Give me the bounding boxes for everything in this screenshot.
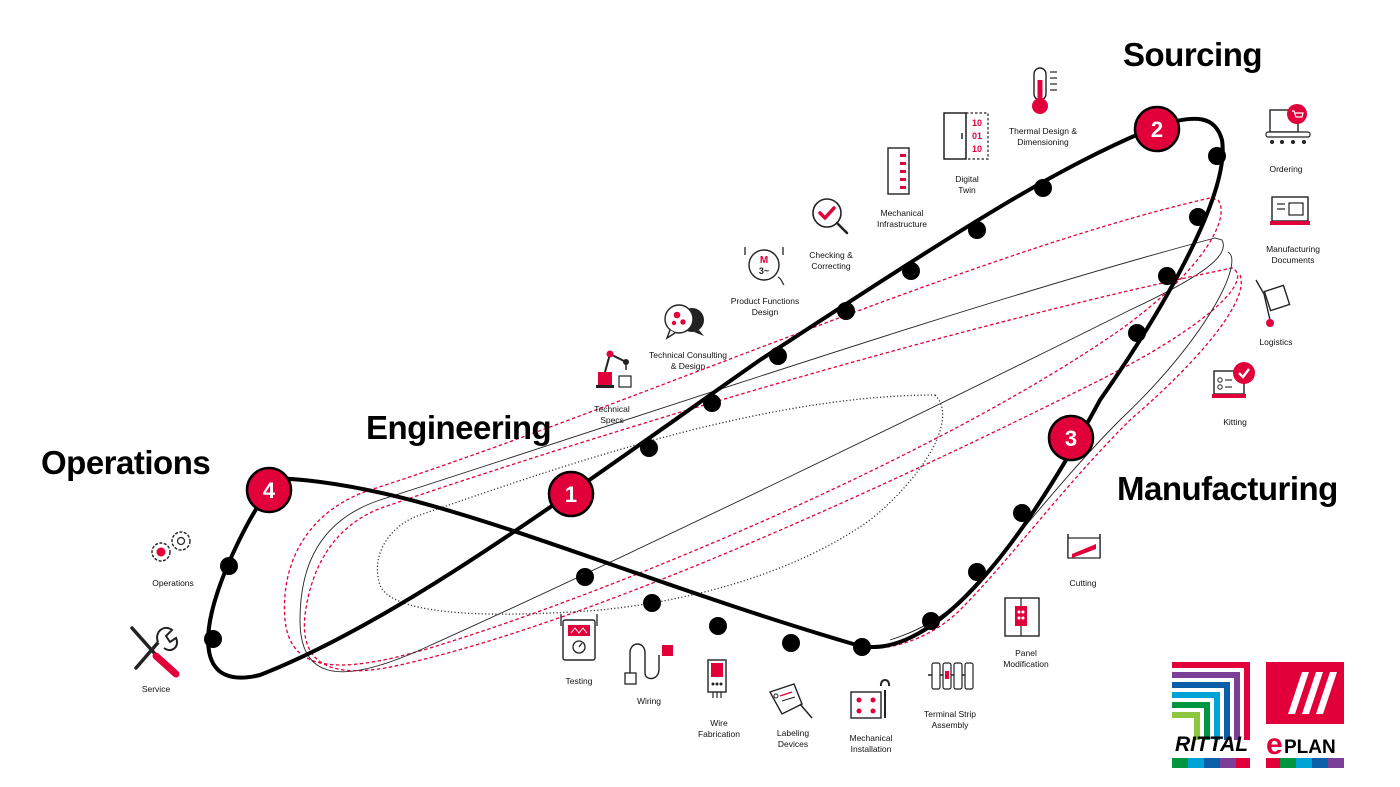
digital-twin-icon: 10 01 10 bbox=[943, 112, 989, 160]
path-dot bbox=[1158, 267, 1176, 285]
path-dot bbox=[922, 612, 940, 630]
step-label-manufacturing-documents: Manufacturing Documents bbox=[1266, 244, 1320, 265]
path-dots bbox=[204, 147, 1226, 656]
step-label-mechanical-infrastructure: Mechanical Infrastructure bbox=[876, 208, 928, 229]
path-dot bbox=[703, 394, 721, 412]
ruler-rail-icon bbox=[887, 147, 910, 195]
path-dot bbox=[1189, 208, 1207, 226]
inner-loop-thin-2 bbox=[889, 251, 1233, 641]
step-label-kitting: Kitting bbox=[1223, 417, 1247, 427]
path-dot bbox=[643, 594, 661, 612]
path-dot bbox=[220, 557, 238, 575]
motor-m-label: M bbox=[760, 255, 768, 266]
step-label-digital-twin: Digital Twin bbox=[955, 174, 979, 195]
panel-modification-icon bbox=[1004, 597, 1040, 637]
wiring-icon bbox=[624, 643, 673, 685]
ordering-cart-icon bbox=[1265, 104, 1311, 144]
phase-heading-manufacturing: Manufacturing bbox=[1117, 470, 1338, 507]
step-label-cutting: Cutting bbox=[1069, 578, 1097, 588]
thermometer-icon bbox=[1032, 67, 1057, 114]
path-dot bbox=[1208, 147, 1226, 165]
badge-number: 3 bbox=[1065, 426, 1077, 451]
step-label-technical-consulting: Technical Consulting & Design bbox=[649, 350, 727, 371]
badge-number: 4 bbox=[263, 478, 276, 503]
inner-loop-dotted bbox=[376, 394, 944, 615]
eplan-logo: e PLAN bbox=[1266, 662, 1344, 768]
step-label-testing: Testing bbox=[565, 676, 593, 686]
path-dot bbox=[968, 221, 986, 239]
phase-badge-1: 1 bbox=[547, 470, 595, 518]
path-dot bbox=[968, 563, 986, 581]
step-label-panel-modification: Panel Modification bbox=[1003, 648, 1049, 669]
terminal-strip-icon bbox=[928, 662, 974, 690]
badge-number: 2 bbox=[1151, 117, 1163, 142]
path-dot bbox=[769, 347, 787, 365]
step-label-terminal-strip: Terminal Strip Assembly bbox=[924, 709, 976, 730]
binary-line: 10 bbox=[972, 144, 982, 154]
logistics-cart-icon bbox=[1255, 279, 1291, 327]
path-dot bbox=[853, 638, 871, 656]
path-dot bbox=[1013, 504, 1031, 522]
phase-badge-3: 3 bbox=[1047, 414, 1095, 462]
binary-line: 01 bbox=[972, 131, 982, 141]
path-dot bbox=[204, 630, 222, 648]
eplan-wordmark: PLAN bbox=[1284, 737, 1336, 758]
mechanical-installation-icon bbox=[850, 679, 891, 719]
documents-monitor-icon bbox=[1270, 196, 1310, 225]
badge-number: 1 bbox=[565, 482, 577, 507]
inner-loop-dashed-red-3 bbox=[879, 274, 1242, 649]
kitting-check-icon bbox=[1212, 362, 1255, 398]
robot-arm-icon bbox=[596, 350, 632, 388]
eplan-e: e bbox=[1266, 728, 1283, 761]
consulting-chat-icon bbox=[664, 304, 704, 340]
multimeter-icon bbox=[560, 614, 598, 661]
path-dot bbox=[1128, 324, 1146, 342]
inner-loop-dashed-red-1 bbox=[283, 197, 1222, 666]
gears-icon bbox=[151, 531, 191, 562]
rittal-wordmark: RITTAL bbox=[1175, 733, 1248, 756]
path-dot bbox=[782, 634, 800, 652]
step-label-wire-fabrication: Wire Fabrication bbox=[697, 718, 741, 739]
step-label-product-functions: Product Functions Design bbox=[730, 296, 800, 317]
step-label-wiring: Wiring bbox=[636, 696, 662, 706]
path-dot bbox=[837, 302, 855, 320]
phase-heading-operations: Operations bbox=[41, 444, 211, 481]
service-tools-icon bbox=[130, 626, 180, 678]
binary-line: 10 bbox=[972, 118, 982, 128]
step-label-checking: Checking & Correcting bbox=[809, 250, 853, 271]
inner-loop-dashed-red-2 bbox=[303, 267, 1239, 672]
inner-loop-thin-1 bbox=[299, 237, 1224, 673]
phase-heading-engineering: Engineering bbox=[366, 409, 552, 446]
step-label-thermal-design: Thermal Design & Dimensioning bbox=[1008, 126, 1078, 147]
step-label-mechanical-installation: Mechanical Installation bbox=[849, 733, 893, 754]
step-label-technical-specs: Technical Specs bbox=[594, 404, 630, 425]
path-dot bbox=[576, 568, 594, 586]
wire-fabrication-icon bbox=[707, 659, 727, 698]
motor-phase-label: 3~ bbox=[759, 266, 769, 276]
motor-icon: M 3~ bbox=[744, 247, 785, 286]
step-label-ordering: Ordering bbox=[1269, 164, 1303, 174]
phase-heading-sourcing: Sourcing bbox=[1123, 36, 1263, 73]
phase-badge-4: 4 bbox=[245, 466, 293, 514]
step-label-operations: Operations bbox=[152, 578, 194, 588]
path-dot bbox=[902, 262, 920, 280]
step-label-service: Service bbox=[141, 684, 171, 694]
phase-badge-2: 2 bbox=[1133, 105, 1181, 153]
step-label-logistics: Logistics bbox=[1259, 337, 1293, 347]
magnifier-check-icon bbox=[812, 198, 849, 235]
path-dot bbox=[709, 617, 727, 635]
path-dot bbox=[1034, 179, 1052, 197]
cutting-icon bbox=[1067, 534, 1101, 559]
step-label-labeling-devices: Labeling Devices bbox=[776, 728, 810, 749]
path-dot bbox=[640, 439, 658, 457]
rittal-logo: RITTAL bbox=[1172, 662, 1250, 768]
label-tag-icon bbox=[768, 683, 813, 719]
